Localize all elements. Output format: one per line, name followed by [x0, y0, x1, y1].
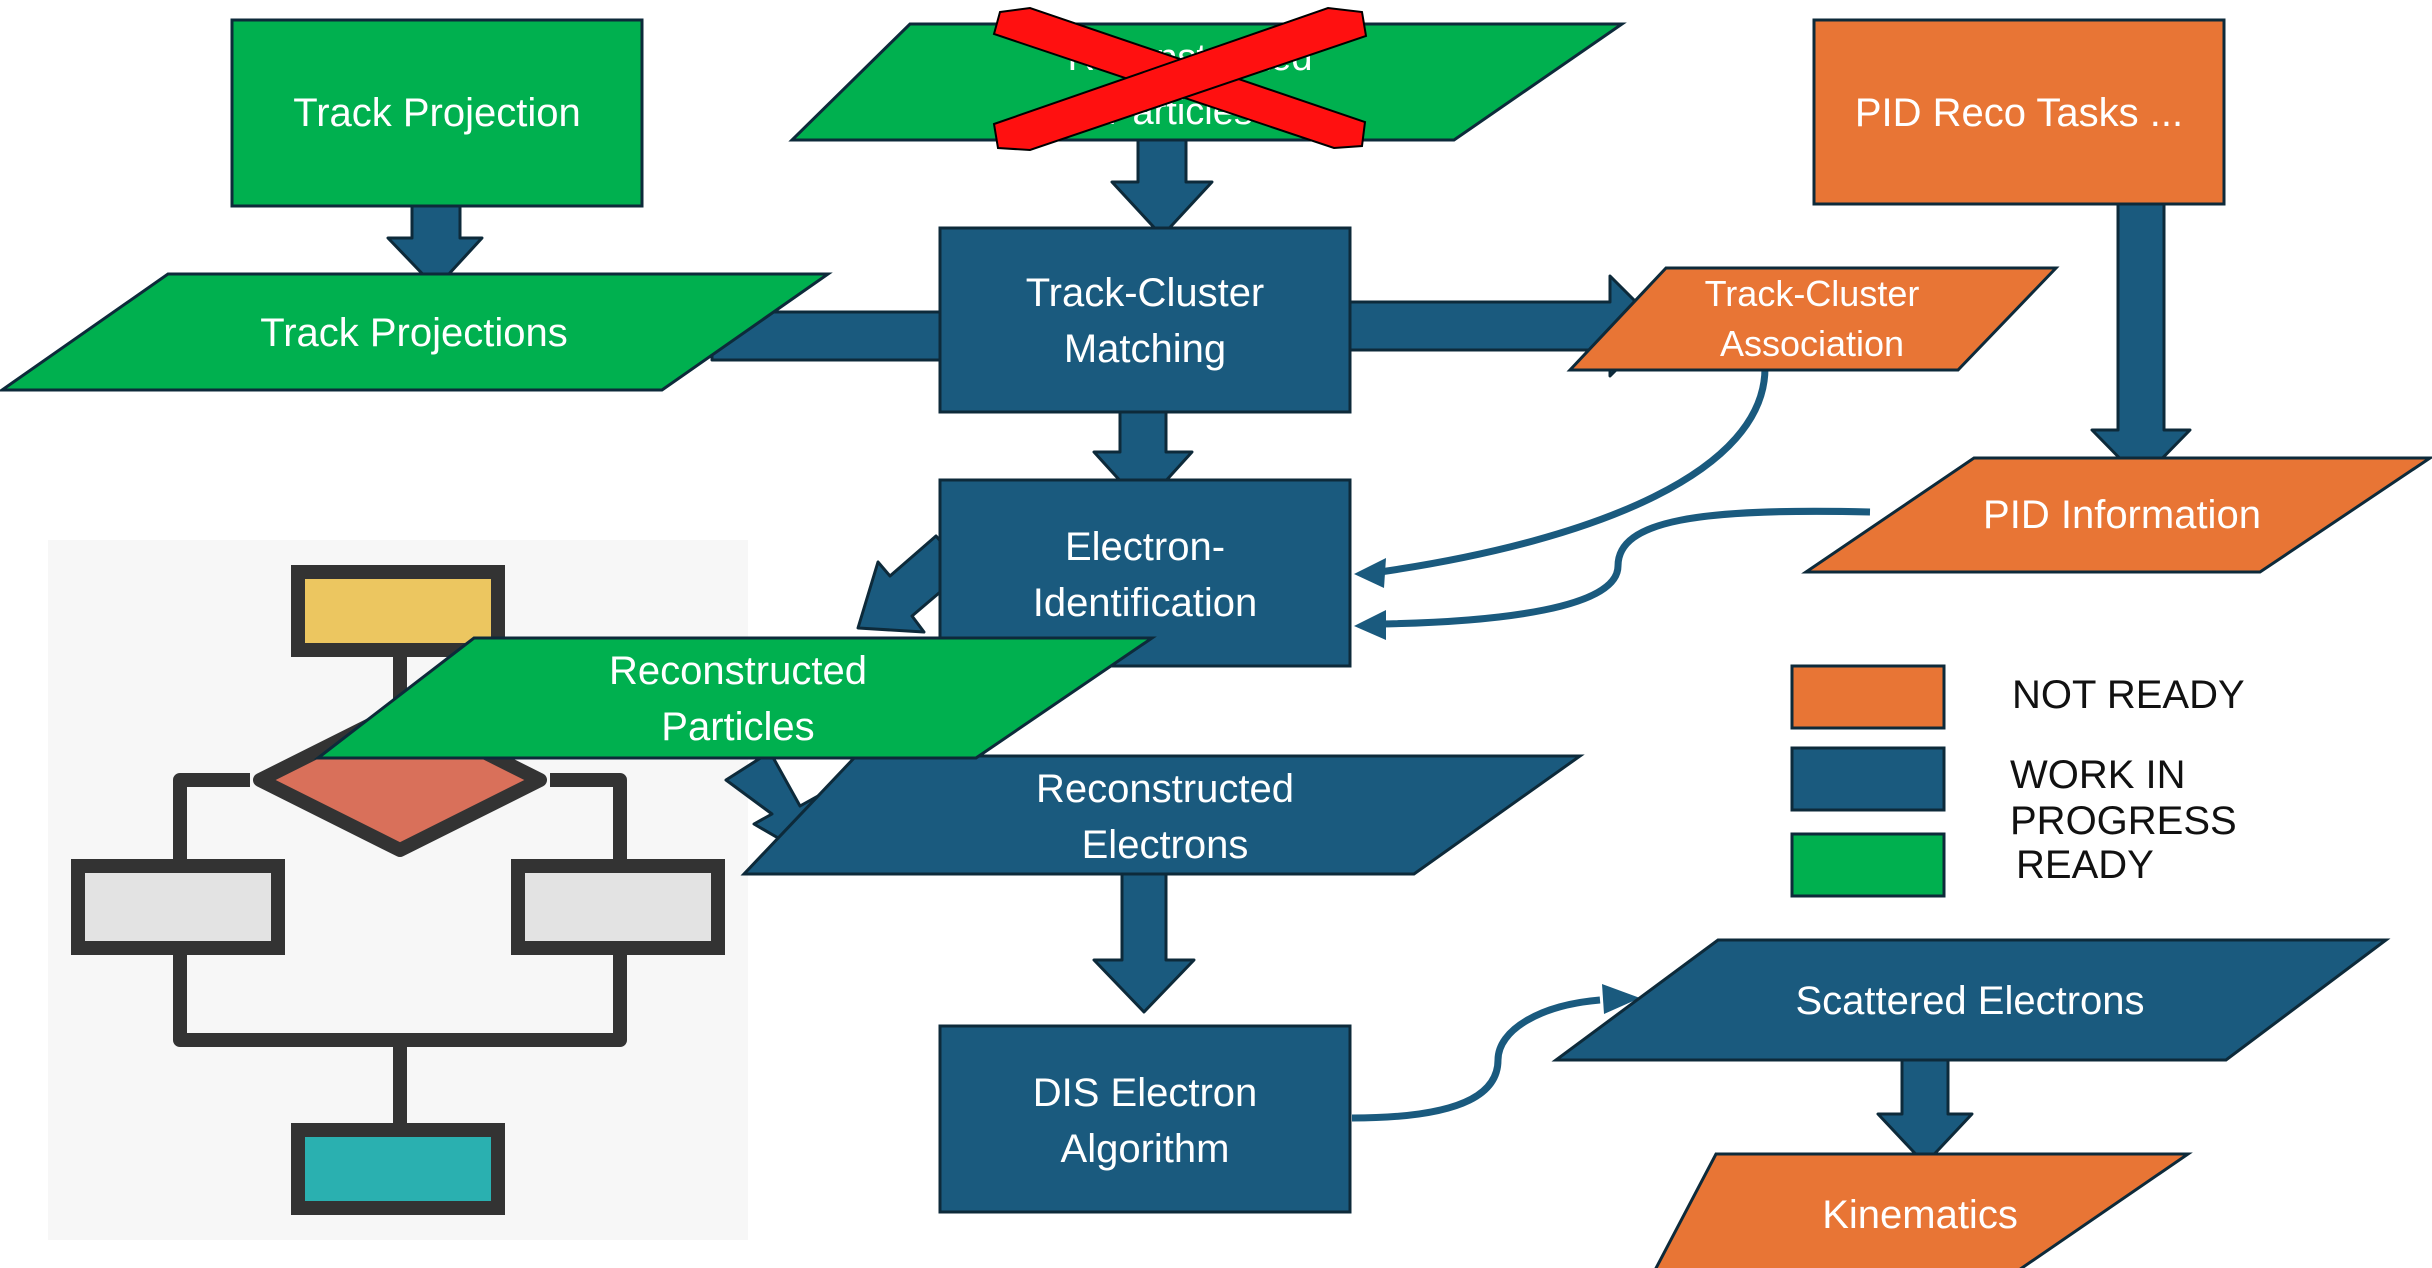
node-pid-reco-tasks: PID Reco Tasks ... — [1812, 18, 2226, 206]
legend: NOT READY WORK IN PROGRESS READY — [1790, 664, 2245, 898]
legend-swatch-ready — [1790, 832, 1946, 898]
node-pid-information: PID Information — [1801, 456, 2432, 574]
node-reconstructed-particles-line1: Reconstructed — [609, 649, 867, 693]
node-track-cluster-matching-line1: Track-Cluster — [1026, 271, 1265, 315]
node-track-cluster-matching: Track-Cluster Matching — [938, 226, 1352, 414]
arrowhead-electron-id-upper — [1354, 558, 1386, 588]
node-track-projection-label: Track Projection — [293, 91, 581, 135]
node-track-cluster-association-line2: Association — [1720, 323, 1904, 364]
curve-dis-to-scattered — [1351, 996, 1601, 1122]
legend-swatch-work-in-progress — [1790, 746, 1946, 812]
legend-label-work-in-progress-line1: WORK IN — [2010, 753, 2186, 797]
legend-label-work-in-progress: WORK IN PROGRESS — [2010, 753, 2237, 843]
node-track-projections-label: Track Projections — [260, 311, 568, 355]
cross-out-mark — [992, 6, 1368, 152]
node-pid-reco-tasks-label: PID Reco Tasks ... — [1855, 91, 2183, 135]
flowchart-icon-left-box — [71, 859, 285, 955]
flowchart-icon-top-box — [291, 565, 505, 657]
arrowhead-scattered — [1602, 984, 1640, 1014]
curve-association-to-electron-id — [1379, 367, 1769, 576]
node-track-projections: Track Projections — [0, 272, 833, 392]
node-reconstructed-particles-top: Reconstructed Particles — [788, 6, 1627, 152]
node-track-cluster-association: Track-Cluster Association — [1566, 266, 2060, 372]
node-reconstructed-electrons-line2: Electrons — [1082, 823, 1249, 867]
node-track-projection: Track Projection — [230, 18, 644, 208]
node-kinematics: Kinematics — [1654, 1152, 2193, 1268]
arrow-scattered-to-kinematics — [1876, 1044, 1974, 1166]
flowchart-icon-right-box — [511, 859, 725, 955]
arrow-electrons-to-dis — [1092, 870, 1196, 1014]
curve-pid-to-electron-id — [1379, 507, 1871, 628]
node-dis-electron-algorithm: DIS Electron Algorithm — [938, 1024, 1352, 1214]
legend-label-ready: READY — [2016, 843, 2154, 887]
arrow-pidtasks-to-pidinfo — [2090, 176, 2192, 482]
node-scattered-electrons: Scattered Electrons — [1551, 938, 2391, 1062]
node-reconstructed-particles: Reconstructed Particles — [313, 636, 1157, 760]
arrowhead-electron-id-lower — [1354, 610, 1386, 640]
node-pid-information-label: PID Information — [1983, 493, 2261, 537]
legend-label-not-ready: NOT READY — [2012, 673, 2245, 717]
legend-label-work-in-progress-line2: PROGRESS — [2010, 799, 2237, 843]
node-kinematics-label: Kinematics — [1822, 1193, 2018, 1237]
node-track-cluster-matching-line2: Matching — [1064, 327, 1226, 371]
node-reconstructed-electrons-line1: Reconstructed — [1036, 767, 1294, 811]
legend-swatch-not-ready — [1790, 664, 1946, 730]
node-reconstructed-particles-line2: Particles — [661, 705, 814, 749]
node-scattered-electrons-label: Scattered Electrons — [1795, 979, 2144, 1023]
node-dis-electron-algorithm-line1: DIS Electron — [1033, 1071, 1258, 1115]
node-electron-identification-line2: Identification — [1033, 581, 1258, 625]
arrow-particles-to-matching — [1110, 124, 1214, 238]
node-electron-identification: Electron- Identification — [938, 478, 1352, 668]
flowchart-icon-bottom-box — [291, 1123, 505, 1215]
node-electron-identification-line1: Electron- — [1065, 525, 1225, 569]
node-dis-electron-algorithm-line2: Algorithm — [1061, 1127, 1230, 1171]
node-track-cluster-association-line1: Track-Cluster — [1705, 273, 1920, 314]
node-reconstructed-electrons: Reconstructed Electrons — [740, 754, 1585, 876]
